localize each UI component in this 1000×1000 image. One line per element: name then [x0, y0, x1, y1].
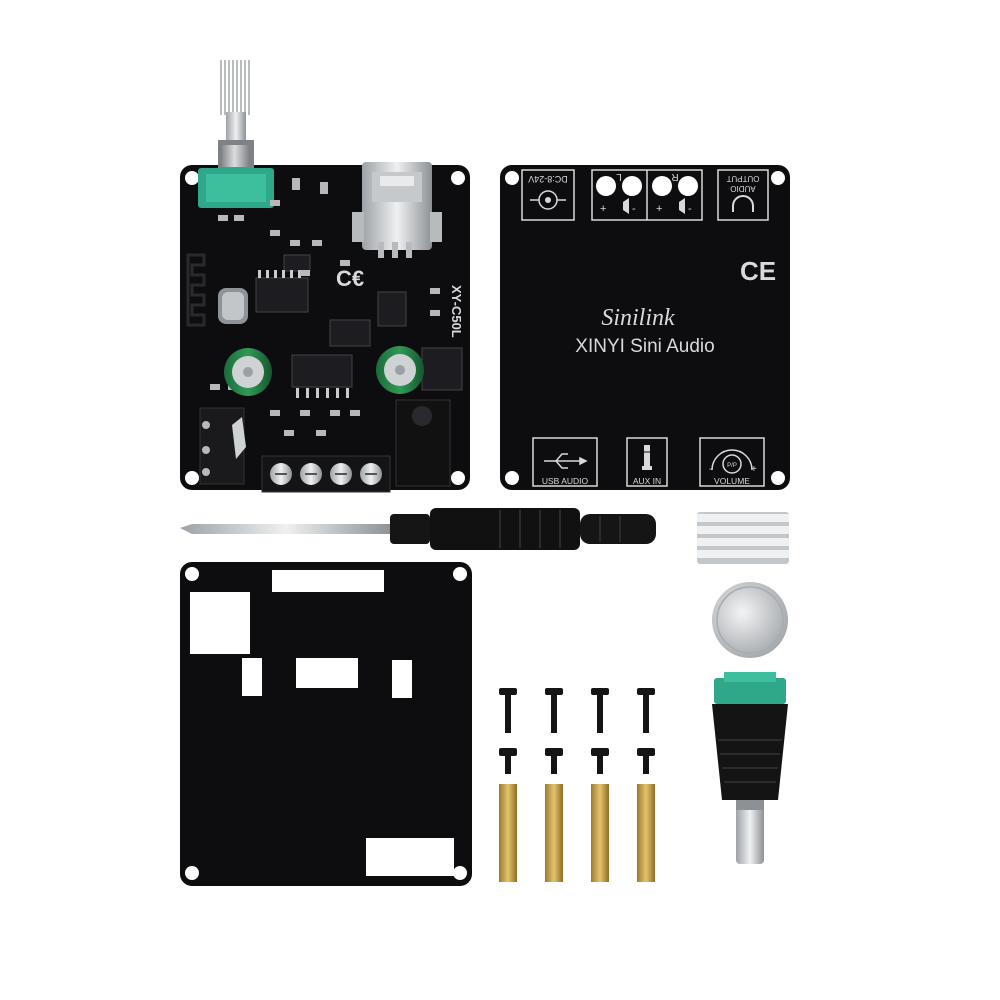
- usb-port: [352, 162, 442, 258]
- ce-mark: CE: [740, 256, 776, 286]
- speaker-icon: [671, 198, 685, 214]
- audio-output-line2: OUTPUT: [726, 174, 759, 183]
- audio-output-line1: AUDIO: [730, 184, 755, 193]
- heatsink: [697, 512, 789, 564]
- right-channel-label: R: [671, 171, 678, 182]
- speaker-terminal: [261, 455, 391, 493]
- acrylic-cover-panel: [180, 562, 472, 886]
- right-minus: -: [688, 203, 692, 215]
- coin-battery: [712, 582, 788, 658]
- back-panel: DC:8-24V L R + - + - AUDIO OUTPUT: [500, 165, 790, 490]
- svg-text:C€: C€: [336, 266, 364, 291]
- power-input-label: DC:8-24V: [528, 174, 568, 184]
- volume-minus: -: [709, 464, 712, 475]
- dc-plug-adapter: [712, 672, 788, 864]
- usb-audio-label: USB AUDIO: [542, 476, 589, 486]
- volume-label: VOLUME: [714, 476, 750, 486]
- volume-potentiometer: [198, 60, 274, 208]
- capacitor: [224, 348, 272, 396]
- brand-name: XINYI Sini Audio: [575, 336, 714, 357]
- screwdriver: [180, 508, 656, 550]
- amplifier-board: C€: [180, 60, 470, 493]
- left-minus: -: [632, 203, 636, 215]
- volume-plus: +: [751, 464, 757, 475]
- left-plus: +: [600, 203, 606, 215]
- volume-knob-icon: [711, 449, 753, 474]
- brand-script: Sinilink: [601, 305, 675, 331]
- right-plus: +: [656, 203, 662, 215]
- dc-polarity-icon: [530, 190, 566, 210]
- left-channel-label: L: [616, 171, 622, 182]
- speaker-icon: [615, 198, 629, 214]
- screw-set: [499, 688, 655, 882]
- headphone-icon: [732, 195, 754, 212]
- usb-icon: [544, 453, 588, 469]
- aux-jack-icon: [642, 445, 652, 470]
- board-model-label: XY-C50L: [449, 285, 464, 338]
- capacitor: [376, 346, 424, 394]
- volume-center-label: P/P: [727, 463, 737, 469]
- aux-in-label: AUX IN: [633, 476, 661, 486]
